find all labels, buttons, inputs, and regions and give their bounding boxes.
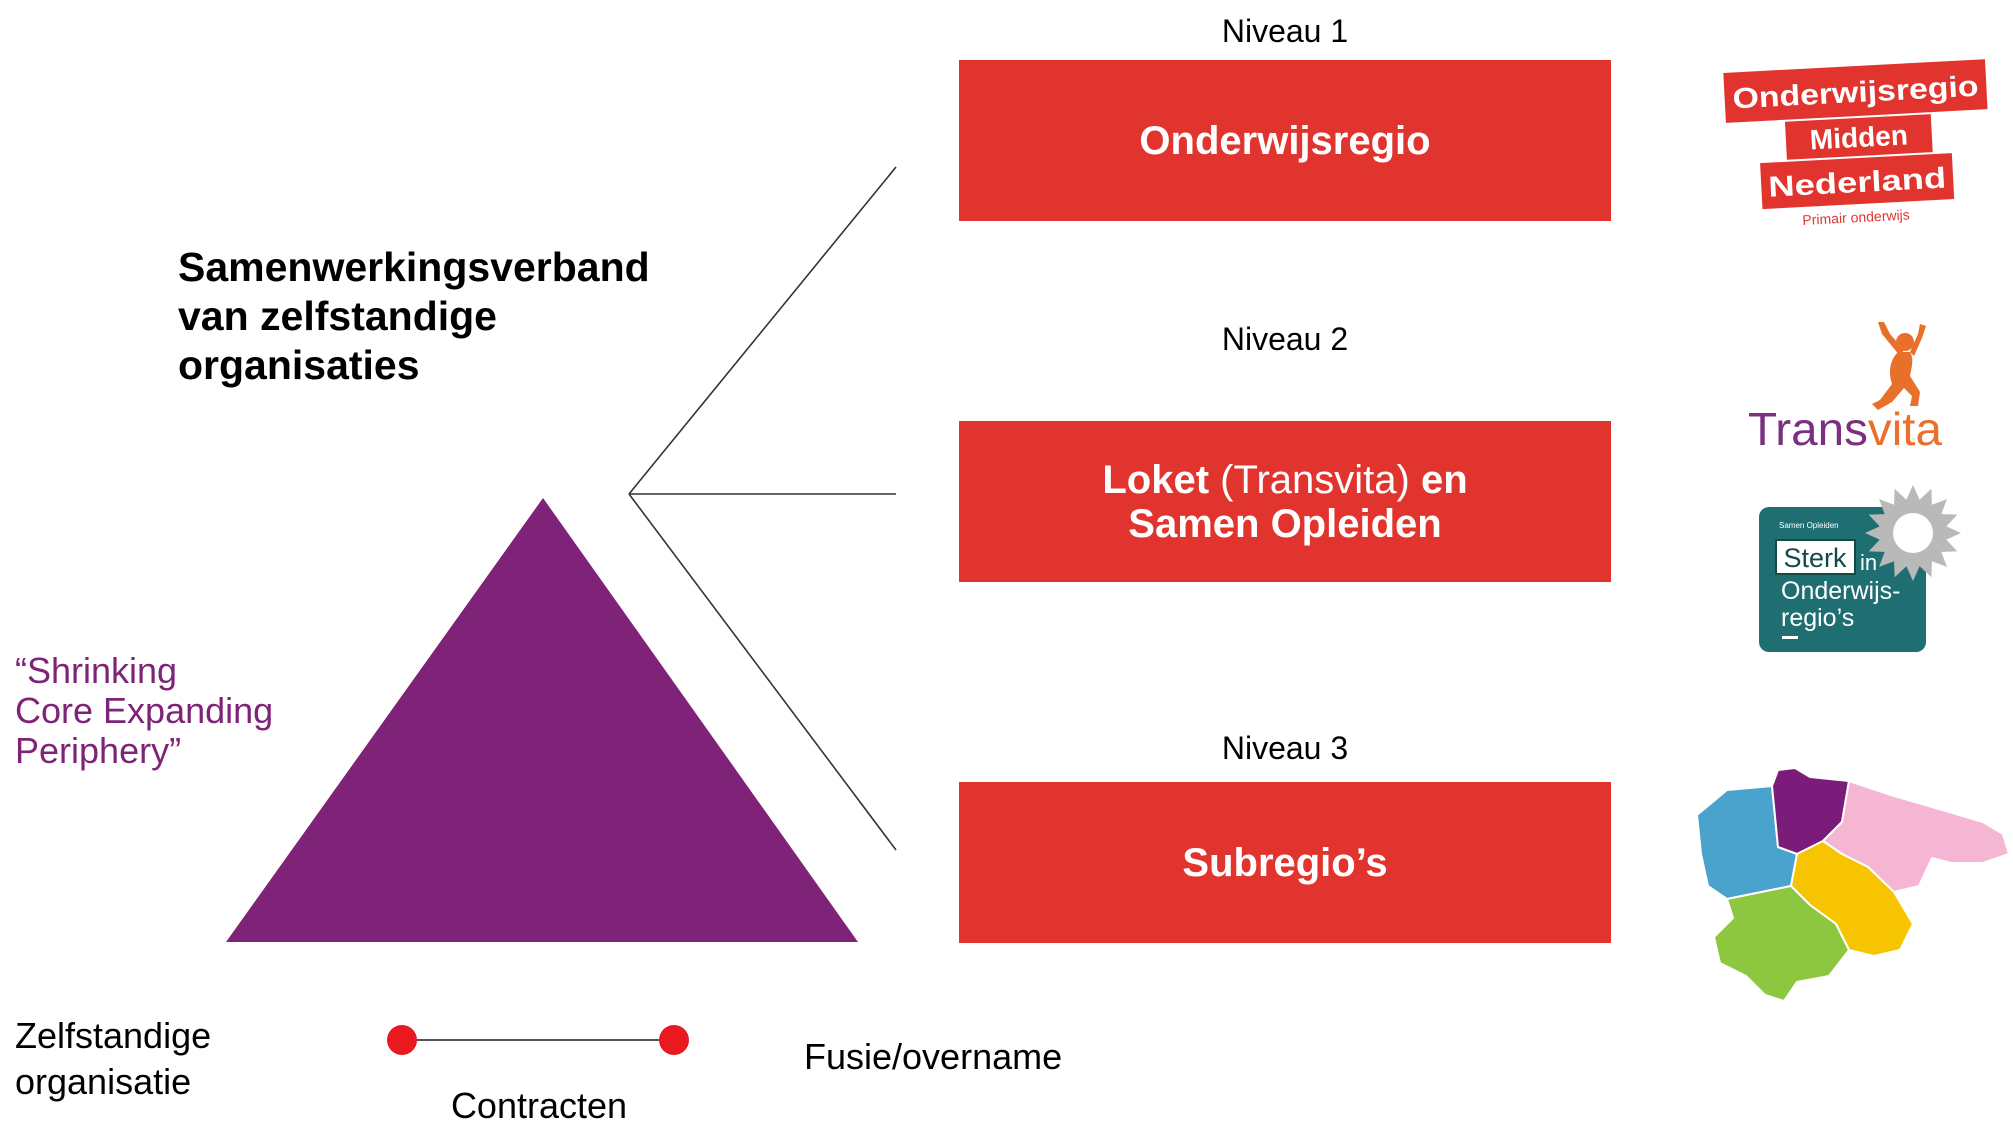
level-2-box-en: en (1420, 457, 1468, 502)
starburst-center-icon (1893, 513, 1933, 553)
quote-line: Core Expanding (15, 690, 274, 731)
region-map-icon (1696, 767, 2010, 1002)
legend-merger-label: Fusie/overname (804, 1036, 1063, 1077)
map-region-south-west (1713, 885, 1850, 1002)
logo-band-3 (1760, 153, 1955, 210)
sterk-top-text: Samen Opleiden (1779, 521, 1839, 530)
sterk-line-2: regio’s (1781, 604, 1854, 632)
level-2-box-line-2: Samen Opleiden (1128, 501, 1442, 546)
sterk-word-box (1775, 539, 1856, 575)
level-2-box: Loket (Transvita) en Samen Opleiden (959, 421, 1611, 582)
sterk-in: in (1860, 550, 1877, 575)
legend-organisation-label: Zelfstandige organisatie (15, 1013, 211, 1105)
sterk-word: Sterk (1783, 543, 1847, 573)
level-1-label: Niveau 1 (1221, 13, 1349, 49)
quote-line: “Shrinking (15, 650, 178, 691)
transvita-logo: Transvita (1748, 322, 1942, 455)
contract-dot-left (387, 1025, 417, 1055)
transvita-part-1: Trans (1748, 403, 1868, 455)
level-3-box-text: Subregio’s (1182, 840, 1388, 885)
connector-level-1 (628, 166, 897, 495)
heading-line: van zelfstandige (178, 293, 497, 339)
heading-line: Samenwerkingsverband (178, 244, 650, 290)
level-3-label: Niveau 3 (1221, 730, 1349, 766)
sterk-underline (1782, 636, 1798, 639)
sterk-line-1: Onderwijs- (1781, 577, 1900, 605)
level-2-label: Niveau 2 (1221, 321, 1349, 357)
level-1-box: Onderwijsregio (959, 60, 1611, 221)
sterk-logo: Samen Opleiden Sterk in Onderwijs- regio… (1759, 485, 1961, 652)
logo-band-2-text: Midden (1809, 119, 1908, 155)
level-3-box: Subregio’s (959, 782, 1611, 943)
quote-line: Periphery” (15, 730, 182, 771)
legend-organisation-line: Zelfstandige (15, 1015, 212, 1056)
logo-subtitle: Primair onderwijs (1802, 206, 1910, 228)
onderwijsregio-logo: Onderwijsregio Midden Nederland Primair … (1723, 59, 1988, 228)
legend-contracts-label: Contracten (450, 1085, 628, 1126)
level-2-box-loket: Loket (1102, 457, 1210, 502)
level-2-box-line-1: Loket (Transvita) en (1102, 458, 1467, 502)
transvita-part-2: vita (1868, 403, 1943, 455)
shrinking-core-quote: “Shrinking Core Expanding Periphery” (15, 651, 273, 771)
connector-level-3 (628, 493, 897, 851)
logo-band-2 (1784, 114, 1933, 160)
diagram-heading: Samenwerkingsverband van zelfstandige or… (178, 243, 650, 390)
level-1-box-text: Onderwijsregio (1139, 118, 1431, 163)
contract-dot-right (659, 1025, 689, 1055)
logo-band-1 (1723, 59, 1988, 123)
legend-organisation-line: organisatie (15, 1061, 192, 1102)
jumping-figure-icon (1872, 322, 1926, 410)
organisation-triangle (226, 498, 858, 942)
heading-line: organisaties (178, 342, 420, 388)
level-2-box-transvita: (Transvita) (1220, 457, 1410, 502)
transvita-wordmark: Transvita (1748, 403, 1942, 455)
